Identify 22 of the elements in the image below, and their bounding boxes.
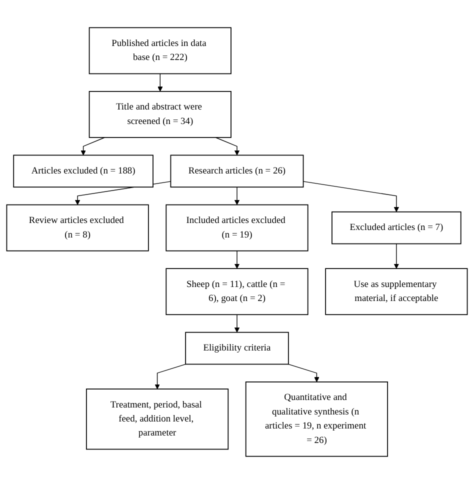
arrow bbox=[234, 314, 240, 333]
node-box: Published articles in data base (n = 222) bbox=[88, 27, 232, 74]
arrow bbox=[158, 73, 163, 92]
node-box: Eligibility criteria bbox=[185, 332, 289, 365]
node-box: Treatment, period, basal feed, addition level, parameter bbox=[86, 388, 229, 450]
node-box: Included articles excluded (n = 19) bbox=[166, 204, 308, 252]
arrow bbox=[394, 243, 400, 269]
node-box: Research articles (n = 26) bbox=[170, 154, 304, 188]
arrow bbox=[234, 250, 240, 269]
node-box: Review articles excluded (n = 8) bbox=[6, 204, 149, 252]
arrow bbox=[302, 181, 400, 212]
node-box: Title and abstract were screened (n = 34) bbox=[88, 91, 232, 138]
node-box: Sheep (n = 11), cattle (n = 6), goat (n = 2) bbox=[166, 268, 308, 316]
arrow bbox=[215, 137, 240, 156]
arrow bbox=[234, 186, 240, 206]
arrow bbox=[154, 364, 186, 390]
node-box: Quantitative and qualitative synthesis (n articles = 19, n experiment = 26) bbox=[245, 382, 388, 457]
node-box: Excluded articles (n = 7) bbox=[332, 211, 462, 244]
arrow bbox=[288, 364, 320, 382]
node-box: Articles excluded (n = 188) bbox=[13, 154, 154, 188]
arrow bbox=[80, 137, 105, 156]
node-box: Use as supplementary material, if acceptable bbox=[325, 268, 468, 316]
